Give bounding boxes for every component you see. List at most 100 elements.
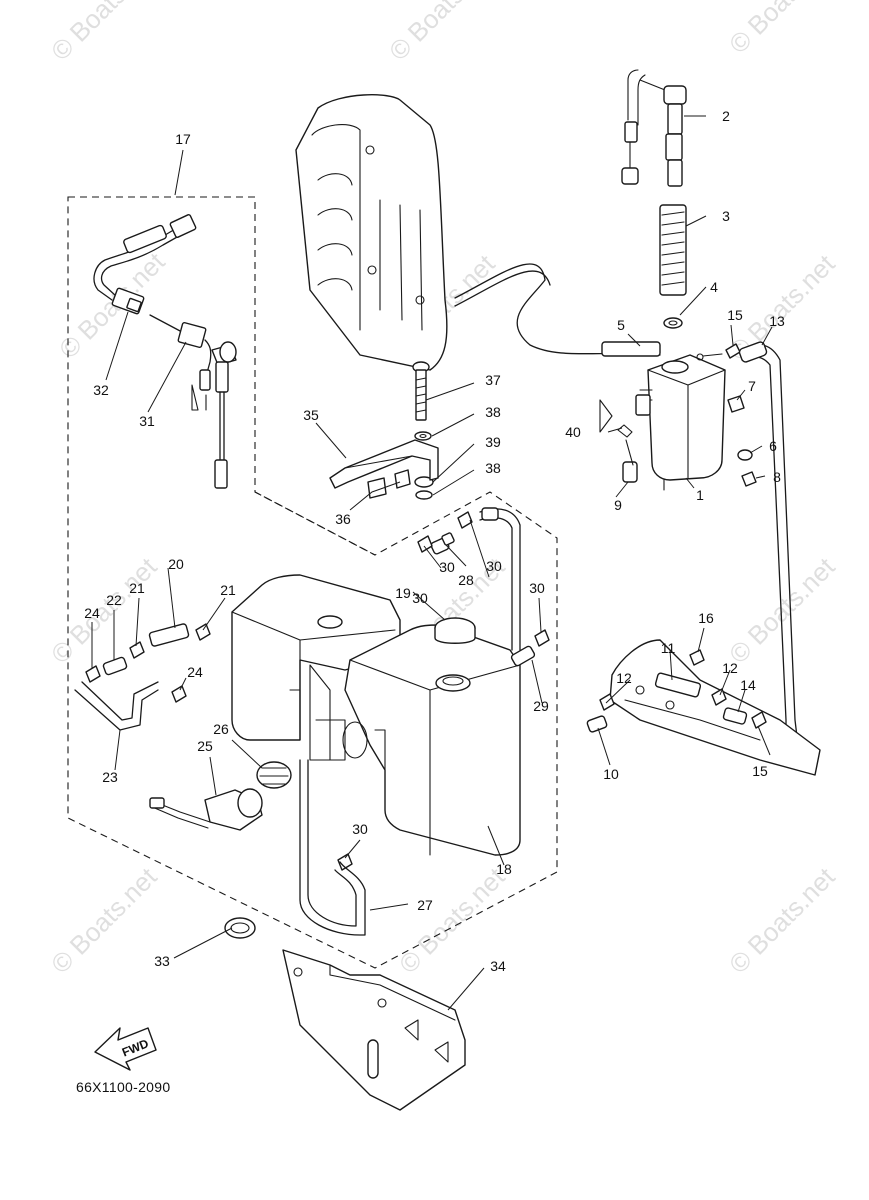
callout-30c: 30 xyxy=(529,580,545,596)
watermark: © Boats.net xyxy=(383,0,501,66)
clip-part-12-right[interactable] xyxy=(711,688,727,706)
clip-part-16[interactable] xyxy=(689,649,705,666)
washer-part-38-upper[interactable] xyxy=(414,431,432,441)
bolt-part-37[interactable] xyxy=(412,361,430,421)
callout-28: 28 xyxy=(458,572,474,588)
callout-34: 34 xyxy=(490,958,506,974)
fitting-part-22[interactable] xyxy=(102,656,128,676)
bracket-part-34[interactable] xyxy=(282,949,466,1111)
callout-39: 39 xyxy=(485,434,501,450)
washer-part-4[interactable] xyxy=(663,317,683,329)
washer-part-38-lower[interactable] xyxy=(415,490,433,500)
hose-part-27[interactable] xyxy=(299,759,366,936)
callout-37: 37 xyxy=(485,372,501,388)
callout-17: 17 xyxy=(175,131,191,147)
callout-6: 6 xyxy=(769,438,777,454)
callout-29: 29 xyxy=(533,698,549,714)
joint-part-28[interactable] xyxy=(430,532,455,555)
lower-casing-bracket xyxy=(609,639,821,776)
cap-part-6[interactable] xyxy=(737,449,753,461)
assembly-17-outline xyxy=(67,196,558,969)
harness-part-32[interactable] xyxy=(93,214,197,315)
hose-part-13[interactable] xyxy=(738,341,801,761)
fitting-part-9[interactable] xyxy=(617,424,638,483)
bracket-part-35[interactable] xyxy=(329,439,439,489)
callout-38b: 38 xyxy=(485,460,501,476)
hose-part-29[interactable] xyxy=(479,507,536,667)
fuel-filter-part-26[interactable] xyxy=(256,761,292,789)
callout-15a: 15 xyxy=(727,307,743,323)
callout-8: 8 xyxy=(773,469,781,485)
callout-12b: 12 xyxy=(722,660,738,676)
rubber-part-36[interactable] xyxy=(367,469,411,499)
callout-1: 1 xyxy=(696,487,704,503)
fuel-tank-part-18[interactable] xyxy=(231,574,521,856)
callout-20: 20 xyxy=(168,556,184,572)
watermark: © Boats.net xyxy=(723,0,841,59)
clip-part-30-mid[interactable] xyxy=(417,535,433,553)
callout-25: 25 xyxy=(197,738,213,754)
hose-part-23[interactable] xyxy=(74,681,159,731)
callout-5: 5 xyxy=(617,317,625,333)
bolt-part-8[interactable] xyxy=(741,471,757,487)
watermark: © Boats.net xyxy=(723,551,841,669)
engine-cover xyxy=(295,94,448,371)
watermark: © Boats.net xyxy=(45,861,163,979)
diagram-code: 66X1100-2090 xyxy=(76,1079,170,1095)
oil-tank-part-1[interactable] xyxy=(635,353,726,491)
callout-9: 9 xyxy=(614,497,622,513)
callout-35: 35 xyxy=(303,407,319,423)
callout-10: 10 xyxy=(603,766,619,782)
clip-part-30-right[interactable] xyxy=(534,629,550,647)
fuel-cap-part-19[interactable] xyxy=(434,617,476,644)
callout-30d: 30 xyxy=(352,821,368,837)
callout-24b: 24 xyxy=(187,664,203,680)
callout-14: 14 xyxy=(740,677,756,693)
callout-30a: 30 xyxy=(486,558,502,574)
callout-30b: 30 xyxy=(439,559,455,575)
watermark: © Boats.net xyxy=(45,0,163,66)
callout-40: 40 xyxy=(565,424,581,440)
clip-part-24-left[interactable] xyxy=(85,665,101,683)
oil-level-sensor-part-2[interactable] xyxy=(621,69,687,187)
callout-7: 7 xyxy=(748,378,756,394)
callout-21b: 21 xyxy=(220,582,236,598)
callout-31: 31 xyxy=(139,413,155,429)
hose-part-11[interactable] xyxy=(654,672,702,698)
hose-part-5[interactable] xyxy=(454,263,661,357)
callout-21a: 21 xyxy=(129,580,145,596)
callout-4: 4 xyxy=(710,279,718,295)
callout-38a: 38 xyxy=(485,404,501,420)
joint-part-14[interactable] xyxy=(722,707,748,725)
leader-lines xyxy=(91,115,773,1011)
clip-part-30-low[interactable] xyxy=(337,853,353,871)
oil-strainer-part-3[interactable] xyxy=(659,204,687,296)
callouts: 1 2 3 4 5 6 7 8 9 10 11 12 12 13 14 15 1… xyxy=(84,108,785,974)
clip-part-24-center[interactable] xyxy=(171,685,187,703)
hose-part-20[interactable] xyxy=(148,623,190,647)
callout-22: 22 xyxy=(106,592,122,608)
callout-36: 36 xyxy=(335,511,351,527)
callout-23: 23 xyxy=(102,769,118,785)
forward-arrow-icon: FWD xyxy=(94,1027,157,1071)
assembly-outlines xyxy=(67,196,558,969)
bracket-part-40 xyxy=(599,399,613,433)
clip-part-21-right[interactable] xyxy=(195,623,211,641)
fitting-part-10[interactable] xyxy=(586,715,608,733)
clip-part-30-top[interactable] xyxy=(457,511,473,529)
grommet-part-7[interactable] xyxy=(727,395,745,413)
watermark: © Boats.net xyxy=(53,246,171,364)
callout-32: 32 xyxy=(93,382,109,398)
callout-19: 19 xyxy=(395,585,411,601)
callout-27: 27 xyxy=(417,897,433,913)
fuel-pump-part-25[interactable] xyxy=(149,788,263,831)
callout-18: 18 xyxy=(496,861,512,877)
callout-13: 13 xyxy=(769,313,785,329)
watermark: © Boats.net xyxy=(45,551,163,669)
sensor-harness-part-31[interactable] xyxy=(149,314,237,489)
clip-part-33[interactable] xyxy=(224,917,256,939)
callout-33: 33 xyxy=(154,953,170,969)
callout-15b: 15 xyxy=(752,763,768,779)
clip-part-21-left[interactable] xyxy=(129,641,145,659)
clip-part-15-lower[interactable] xyxy=(751,711,767,729)
